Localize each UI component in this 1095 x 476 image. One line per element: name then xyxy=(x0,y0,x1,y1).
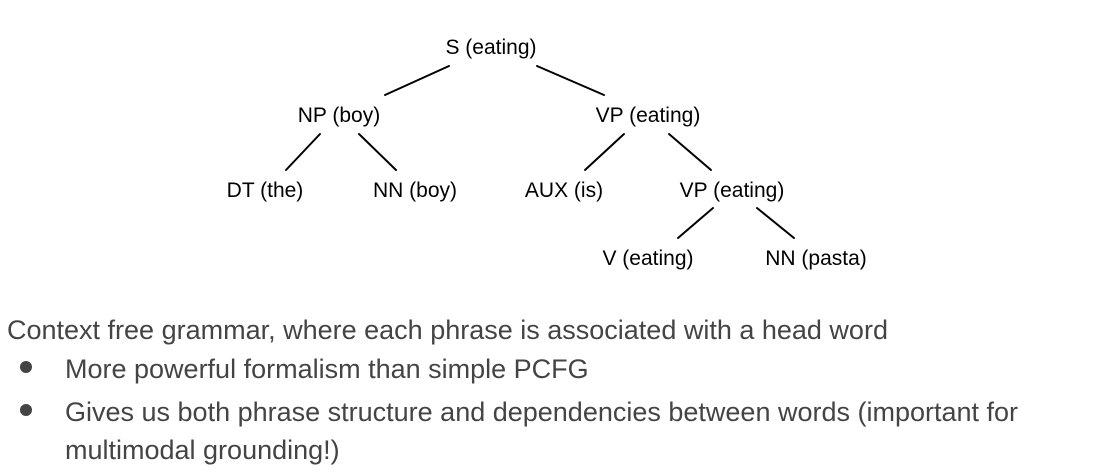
bullet-dot-icon xyxy=(20,404,32,416)
node-v: V (eating) xyxy=(602,247,693,270)
node-dt: DT (the) xyxy=(227,179,304,202)
bullet-item: More powerful formalism than simple PCFG xyxy=(0,350,1095,388)
node-vp2: VP (eating) xyxy=(680,179,785,202)
node-vp: VP (eating) xyxy=(596,104,701,127)
node-nn-pasta: NN (pasta) xyxy=(765,247,867,270)
bullet-text: Gives us both phrase structure and depen… xyxy=(65,397,1019,465)
edge-vp-aux xyxy=(584,133,625,171)
edge-np-nn-boy xyxy=(358,133,397,171)
node-np: NP (boy) xyxy=(298,104,380,127)
edge-s-np xyxy=(384,65,450,96)
bullet-text: More powerful formalism than simple PCFG xyxy=(65,354,589,384)
node-aux: AUX (is) xyxy=(525,179,603,202)
edge-vp2-v xyxy=(677,207,714,239)
edge-vp2-nn-pasta xyxy=(756,207,795,239)
edge-vp-vp2 xyxy=(668,133,712,171)
bullet-list: More powerful formalism than simple PCFG… xyxy=(0,350,1095,469)
parse-tree-diagram: S (eating) NP (boy) VP (eating) DT (the)… xyxy=(227,36,867,270)
node-s: S (eating) xyxy=(445,36,536,59)
edge-np-dt xyxy=(285,133,321,171)
bullet-item: Gives us both phrase structure and depen… xyxy=(0,393,1095,469)
description-text: Context free grammar, where each phrase … xyxy=(7,315,888,345)
edge-s-vp xyxy=(536,65,605,96)
bullet-dot-icon xyxy=(20,361,32,373)
node-nn-boy: NN (boy) xyxy=(373,179,457,202)
